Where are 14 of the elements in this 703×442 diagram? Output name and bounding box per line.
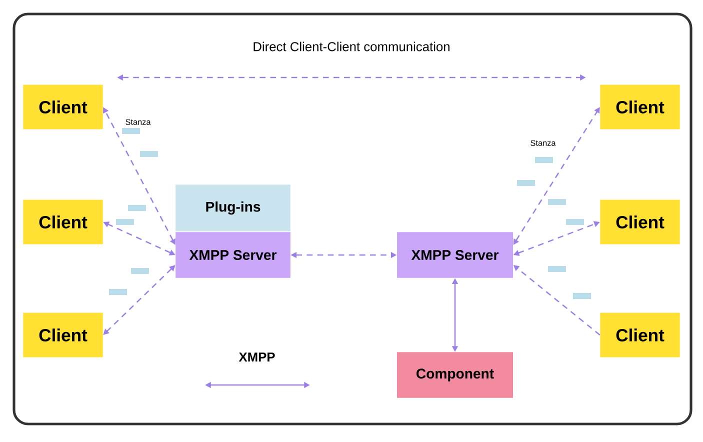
client-box: Client [23, 200, 103, 244]
stanza-label: Stanza [126, 119, 151, 125]
client-box: Client [23, 84, 103, 130]
edge-label: Direct Client-Client communication [254, 42, 450, 52]
plugin-box: Plug-ins [176, 184, 290, 232]
client-box: Client [600, 312, 680, 358]
stanza-label: Stanza [530, 140, 556, 146]
component-box: Component [397, 352, 513, 398]
server-box: XMPP Server [397, 232, 513, 278]
client-box: Client [600, 200, 680, 244]
client-box: Client [23, 312, 103, 358]
legend-label: XMPP [238, 352, 275, 362]
client-box: Client [600, 84, 680, 130]
server-box: XMPP Server [176, 232, 290, 278]
